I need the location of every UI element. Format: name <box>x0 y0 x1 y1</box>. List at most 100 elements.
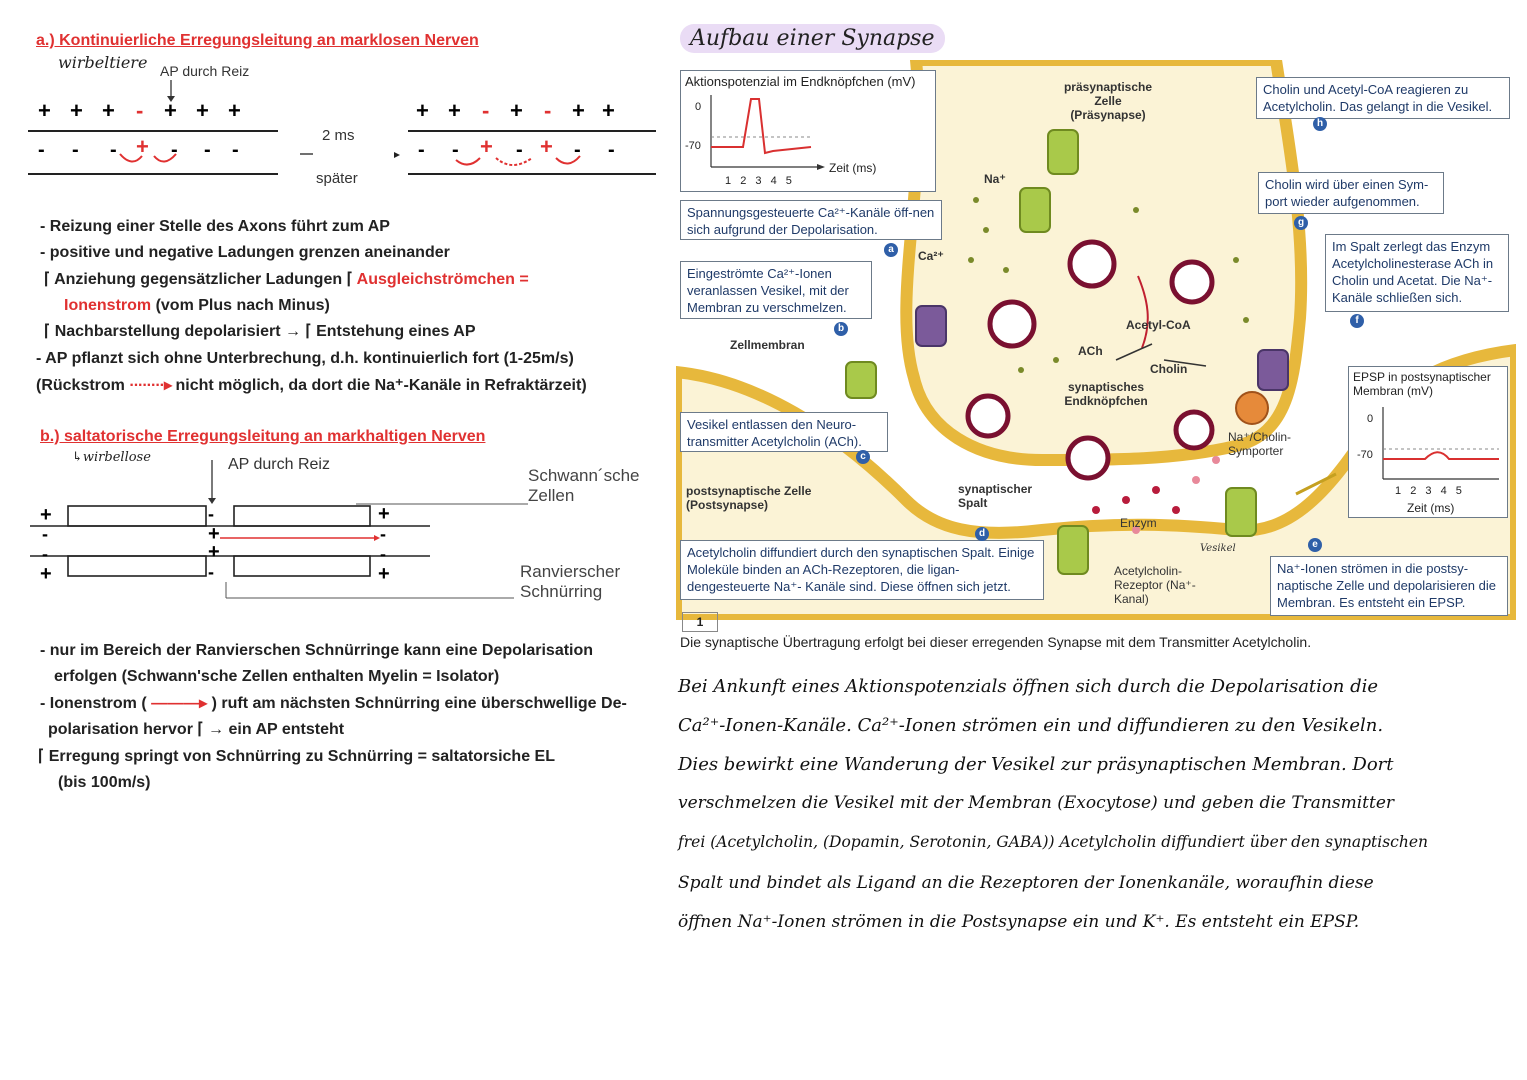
hw-line-6: Spalt und bindet als Ligand an die Rezep… <box>678 873 1374 893</box>
bullet-a4: Ionenstrom (vom Plus nach Minus) <box>64 293 330 319</box>
ap-chart-ticks: 1 2 3 4 5 <box>725 175 795 187</box>
bullet-a1: - Reizung einer Stelle des Axons führt z… <box>40 218 390 235</box>
svg-text:-: - <box>574 139 581 161</box>
label-presynapse: präsynaptische Zelle (Präsynapse) <box>1063 80 1153 122</box>
svg-text:+: + <box>378 503 390 525</box>
bullet-a2: - positive und negative Ladungen grenzen… <box>40 244 450 261</box>
badge-g: g <box>1294 216 1308 230</box>
callout-f: Im Spalt zerlegt das Enzym Acetylcholine… <box>1325 234 1509 312</box>
hw-line-7: öffnen Na⁺-Ionen strömen in die Postsyna… <box>678 912 1360 932</box>
epsp-tick-2: 2 <box>1410 485 1420 497</box>
bullet-b2: erfolgen (Schwann'sche Zellen enthalten … <box>54 668 500 685</box>
figure-number: 1 <box>682 612 718 632</box>
ap-tick-3: 3 <box>755 175 765 187</box>
svg-text:+: + <box>196 98 209 123</box>
svg-text:+: + <box>208 541 220 563</box>
label-endknoepfchen: synaptisches Endknöpfchen <box>1064 380 1148 408</box>
svg-text:-: - <box>204 139 211 161</box>
hw-line-1: Bei Ankunft eines Aktionspotenzials öffn… <box>678 676 1379 697</box>
later-label: später <box>316 170 358 187</box>
label-vesikel: Vesikel <box>1200 543 1236 554</box>
ap-tick-1: 1 <box>725 175 735 187</box>
badge-f: f <box>1350 314 1364 328</box>
label-rezeptor: Acetylcholin-Rezeptor (Na⁺-Kanal) <box>1114 564 1196 606</box>
epsp-chart-y0: 0 <box>1367 413 1374 425</box>
handwritten-note: wirbeltiere <box>58 53 148 72</box>
svg-text:-: - <box>42 524 48 544</box>
svg-text:-: - <box>110 139 117 161</box>
svg-text:+: + <box>164 98 177 123</box>
bullet-b4: polarisation hervor ⌈ → ein AP entsteht <box>48 721 345 738</box>
epsp-chart-y70: -70 <box>1357 449 1373 461</box>
section-a-title: a.) Kontinuierliche Erregungsleitung an … <box>36 32 479 49</box>
bullet-a7-end: nicht möglich, da dort die Na⁺-Kanäle in… <box>175 377 587 394</box>
label-spalt: synaptischer Spalt <box>958 482 1033 510</box>
bullet-a3-red: Ausgleichströmchen = <box>356 271 529 288</box>
label-ach: ACh <box>1078 344 1103 358</box>
badge-d: d <box>975 527 989 541</box>
ap-chart-title: Aktionspotenzial im Endknöpfchen (mV) <box>685 74 916 89</box>
badge-e: e <box>1308 538 1322 552</box>
svg-text:-: - <box>232 139 239 161</box>
svg-text:-: - <box>608 139 615 161</box>
svg-text:-: - <box>418 139 425 161</box>
callout-c: Vesikel entlassen den Neuro-transmitter … <box>680 412 888 452</box>
svg-text:-: - <box>38 139 45 161</box>
red-arrow-icon: ———▸ <box>151 695 208 712</box>
ap-chart-y70: -70 <box>685 140 701 152</box>
svg-text:-: - <box>171 139 178 161</box>
callout-d: Acetylcholin diffundiert durch den synap… <box>680 540 1044 600</box>
svg-text:+: + <box>416 98 429 123</box>
handwritten-note-b: ↳wirbellose <box>72 450 151 465</box>
time-label: 2 ms <box>322 127 355 144</box>
axon-diagram-saltatory: + - - + - + + - + - - + <box>30 460 528 599</box>
bullet-a4-text: (vom Plus nach Minus) <box>155 297 330 314</box>
svg-text:+: + <box>102 98 115 123</box>
svg-text:+: + <box>228 98 241 123</box>
svg-text:-: - <box>208 562 214 582</box>
svg-text:-: - <box>380 524 386 544</box>
svg-text:+: + <box>510 98 523 123</box>
svg-text:+: + <box>38 98 51 123</box>
hw-line-3: Dies bewirkt eine Wanderung der Vesikel … <box>678 754 1394 775</box>
figure-caption: Die synaptische Übertragung erfolgt bei … <box>680 634 1312 650</box>
callout-b: Eingeströmte Ca²⁺-Ionen veranlassen Vesi… <box>680 261 872 319</box>
bullet-b5: ⌈ Erregung springt von Schnürring zu Sch… <box>38 748 555 765</box>
bullet-b3-end: ) ruft am nächsten Schnürring eine übers… <box>211 695 627 712</box>
svg-text:+: + <box>40 504 52 526</box>
bullet-a7: (Rückstrom ········▸ nicht möglich, da d… <box>36 373 587 399</box>
hw-line-2: Ca²⁺-Ionen-Kanäle. Ca²⁺-Ionen strömen ei… <box>678 715 1384 736</box>
bullet-b3: - Ionenstrom ( ———▸ ) ruft am nächsten S… <box>40 691 627 717</box>
hw-line-4: verschmelzen die Vesikel mit der Membran… <box>678 793 1395 813</box>
ranvier-label: Ranvierscher Schnürring <box>520 562 621 601</box>
ap-chart-y0: 0 <box>695 101 702 113</box>
epsp-chart-ticks: 1 2 3 4 5 <box>1395 485 1465 497</box>
schwann-label: Schwann´sche Zellen <box>528 466 640 505</box>
callout-e: Na⁺-Ionen strömen in die postsy-naptisch… <box>1270 556 1508 616</box>
ap-tick-5: 5 <box>785 175 795 187</box>
ap-chart-xlabel: Zeit (ms) <box>829 161 877 175</box>
svg-text:-: - <box>452 139 459 161</box>
epsp-chart-title: EPSP in postsynaptischer Membran (mV) <box>1353 370 1491 398</box>
epsp-chart-xlabel: Zeit (ms) <box>1407 501 1455 515</box>
svg-text:+: + <box>70 98 83 123</box>
label-na: Na⁺ <box>984 172 1006 186</box>
hw-line-5: frei (Acetylcholin, (Dopamin, Serotonin,… <box>678 833 1428 851</box>
svg-text:+: + <box>208 523 220 545</box>
label-enzym: Enzym <box>1120 516 1157 530</box>
ap-label: AP durch Reiz <box>160 63 250 79</box>
callout-h: Cholin und Acetyl-CoA reagieren zu Acety… <box>1256 77 1510 119</box>
svg-text:-: - <box>72 139 79 161</box>
section-b-title: b.) saltatorische Erregungsleitung an ma… <box>40 428 486 445</box>
svg-text:-: - <box>482 98 489 123</box>
bullet-b6: (bis 100m/s) <box>58 774 151 791</box>
callout-a: Spannungsgesteuerte Ca²⁺-Kanäle öff-nen … <box>680 200 942 240</box>
badge-h: h <box>1313 117 1327 131</box>
epsp-tick-1: 1 <box>1395 485 1405 497</box>
svg-text:+: + <box>136 134 149 159</box>
badge-a: a <box>884 243 898 257</box>
svg-text:+: + <box>378 563 390 585</box>
bullet-b1: - nur im Bereich der Ranvierschen Schnür… <box>40 642 594 659</box>
ap-label-b: AP durch Reiz <box>228 456 330 473</box>
svg-text:-: - <box>516 139 523 161</box>
